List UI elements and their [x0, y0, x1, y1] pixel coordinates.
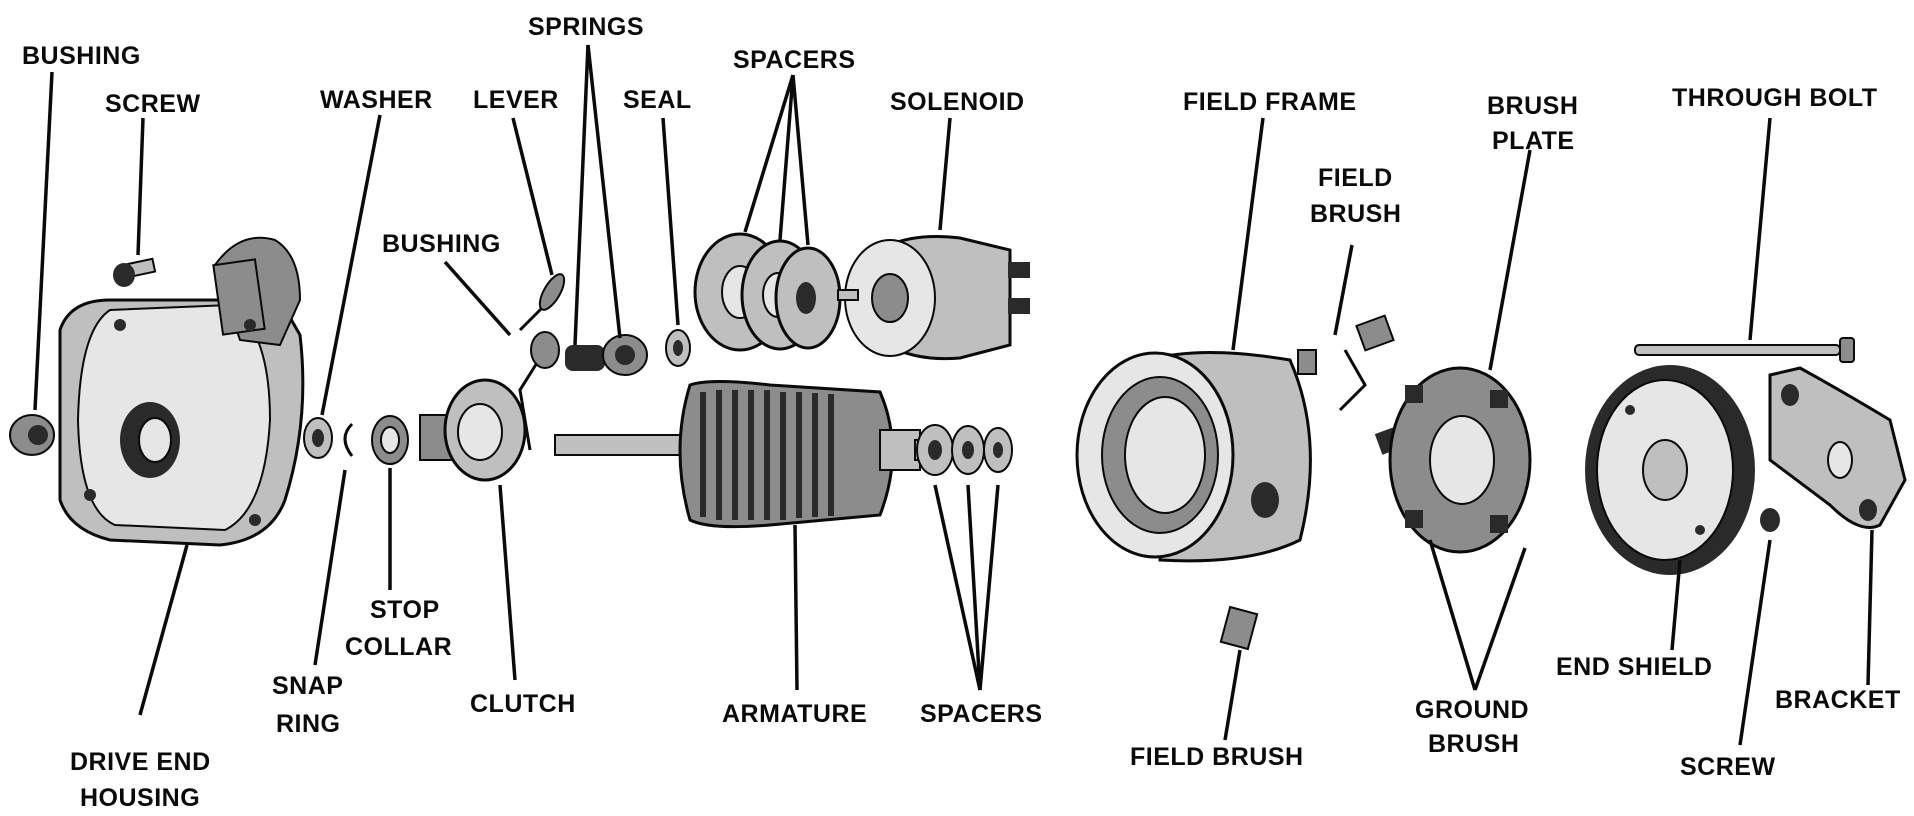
- armature-part: [554, 380, 946, 529]
- label-springs: SPRINGS: [528, 13, 644, 41]
- seal-part: [665, 329, 691, 367]
- label-ground-brush-line2: BRUSH: [1428, 730, 1519, 758]
- label-armature: ARMATURE: [722, 700, 867, 728]
- label-end-shield: END SHIELD: [1556, 653, 1712, 681]
- end-shield-part: [1585, 365, 1755, 575]
- solenoid-part: [837, 235, 1030, 361]
- label-spacers-bottom: SPACERS: [920, 700, 1043, 728]
- washer-part: [303, 417, 333, 459]
- label-field-brush-top-line2: BRUSH: [1310, 200, 1401, 228]
- label-screw-top: SCREW: [105, 90, 201, 118]
- label-drive-end-housing-line1: DRIVE END: [70, 748, 211, 776]
- stop-collar-part: [371, 415, 409, 465]
- field-brush-bottom-part: [1219, 605, 1259, 651]
- screw-bottom-part: [1760, 508, 1780, 532]
- through-bolt-part: [1634, 337, 1855, 363]
- label-bushing-mid: BUSHING: [382, 230, 501, 258]
- label-field-brush-bottom: FIELD BRUSH: [1130, 743, 1304, 771]
- label-drive-end-housing-line2: HOUSING: [80, 784, 200, 812]
- label-bracket: BRACKET: [1775, 686, 1901, 714]
- label-field-brush-top-line1: FIELD: [1318, 164, 1393, 192]
- spacers-top-part: [693, 232, 842, 352]
- brush-plate-part: [1388, 366, 1532, 554]
- label-field-frame: FIELD FRAME: [1183, 88, 1357, 116]
- label-stop-collar-line1: STOP: [370, 596, 440, 624]
- leader-lines: [33, 44, 1874, 746]
- label-snap-ring-line2: RING: [276, 710, 341, 738]
- clutch-part: [419, 273, 566, 482]
- label-solenoid: SOLENOID: [890, 88, 1025, 116]
- drive-end-housing-part: [58, 236, 305, 547]
- screw-top-part: [113, 257, 157, 287]
- label-snap-ring-line1: SNAP: [272, 672, 343, 700]
- snap-ring-part: [343, 422, 354, 457]
- label-screw-bottom: SCREW: [1680, 753, 1776, 781]
- label-brush-plate-line1: BRUSH: [1487, 92, 1578, 120]
- bushing-left-part: [9, 414, 55, 456]
- label-ground-brush-line1: GROUND: [1415, 696, 1529, 724]
- springs-part: [565, 334, 648, 376]
- label-bushing-top: BUSHING: [22, 42, 141, 70]
- label-lever: LEVER: [473, 86, 559, 114]
- label-stop-collar-line2: COLLAR: [345, 633, 452, 661]
- label-clutch: CLUTCH: [470, 690, 576, 718]
- bracket-part: [1768, 366, 1907, 529]
- part-labels: BUSHING SCREW WASHER LEVER SPRINGS SEAL …: [22, 13, 1901, 812]
- label-brush-plate-line2: PLATE: [1492, 127, 1575, 155]
- spacers-bottom-part: [916, 424, 1013, 476]
- label-washer: WASHER: [320, 86, 433, 114]
- label-spacers-top: SPACERS: [733, 46, 856, 74]
- label-through-bolt: THROUGH BOLT: [1672, 84, 1878, 112]
- field-frame-part: [1075, 349, 1317, 563]
- label-seal: SEAL: [623, 86, 692, 114]
